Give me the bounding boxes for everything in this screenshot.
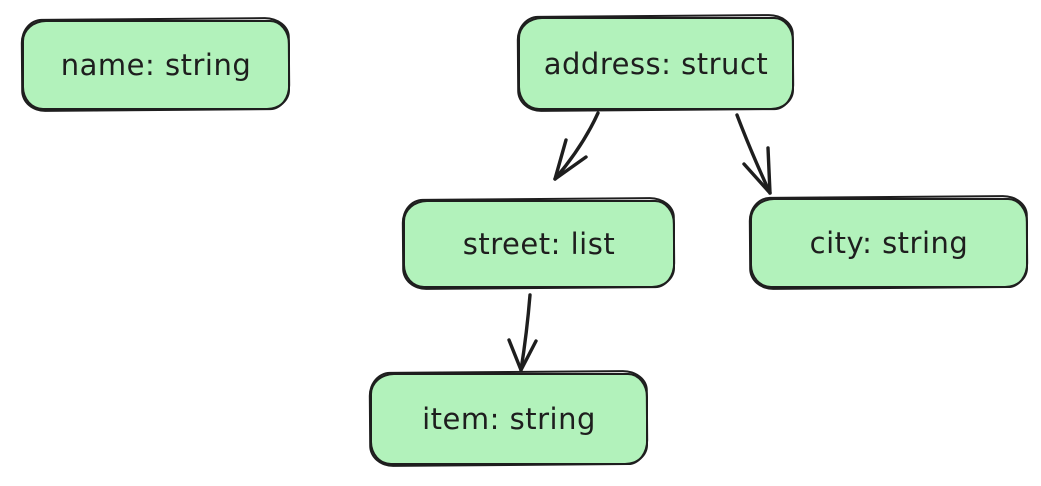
arrowhead-icon [507,338,538,372]
arrow-street-to-item[interactable] [507,293,538,372]
arrowhead-icon [742,146,772,195]
node-label: street: list [462,227,616,261]
arrow-shaft [553,111,600,181]
node-city-string[interactable]: city: string [750,198,1028,288]
arrow-address-to-street[interactable] [553,111,600,181]
node-label: address: struct [543,46,769,81]
node-label: item: string [422,402,596,436]
node-label: name: string [60,48,252,82]
node-name-string[interactable]: name: string [22,20,290,110]
node-street-list[interactable]: street: list [403,200,675,288]
node-label: city: string [809,226,969,260]
arrowhead-icon [553,138,588,181]
node-item-string[interactable]: item: string [370,373,648,465]
arrow-shaft [519,293,532,372]
arrow-address-to-city[interactable] [735,113,772,195]
arrow-shaft [735,113,772,195]
node-address-struct[interactable]: address: struct [518,17,794,110]
